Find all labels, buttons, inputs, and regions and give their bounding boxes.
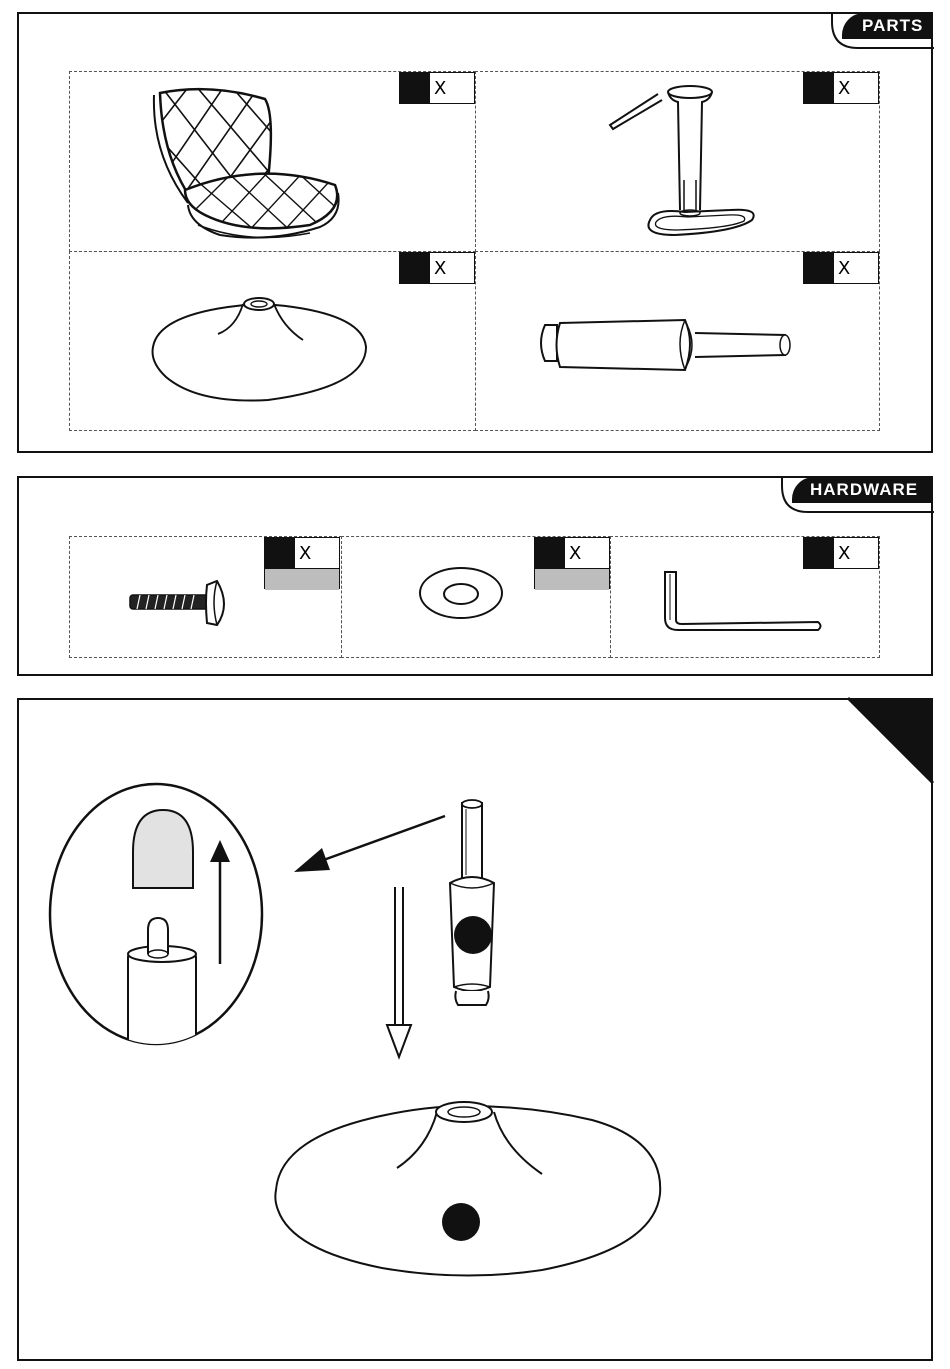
qty-box-seat: X [399, 72, 475, 104]
gas-cylinder-icon [438, 795, 510, 1013]
cap-icon [133, 810, 193, 888]
stem-icon [600, 80, 760, 245]
bolt-icon [125, 575, 240, 630]
qty-box-washer: X [534, 537, 610, 589]
qty-box-cylinder: X [803, 252, 879, 284]
base-icon [272, 1098, 664, 1280]
washer-icon [418, 565, 506, 621]
down-arrow-icon [382, 885, 418, 1060]
parts-tab-outline [830, 12, 934, 50]
qty-box-bolt: X [264, 537, 340, 589]
qty-box-base: X [399, 252, 475, 284]
pointer-arrow-icon [290, 810, 450, 880]
detail-callout-icon [48, 782, 266, 1046]
gas-cylinder-part-icon [535, 315, 800, 375]
seat-icon [150, 85, 350, 245]
step-corner-icon [848, 698, 934, 784]
qty-box-key: X [803, 537, 879, 569]
hardware-tab-outline [780, 476, 934, 514]
base-plate-icon [148, 292, 370, 404]
allen-key-icon [660, 568, 828, 634]
qty-box-stem: X [803, 72, 879, 104]
